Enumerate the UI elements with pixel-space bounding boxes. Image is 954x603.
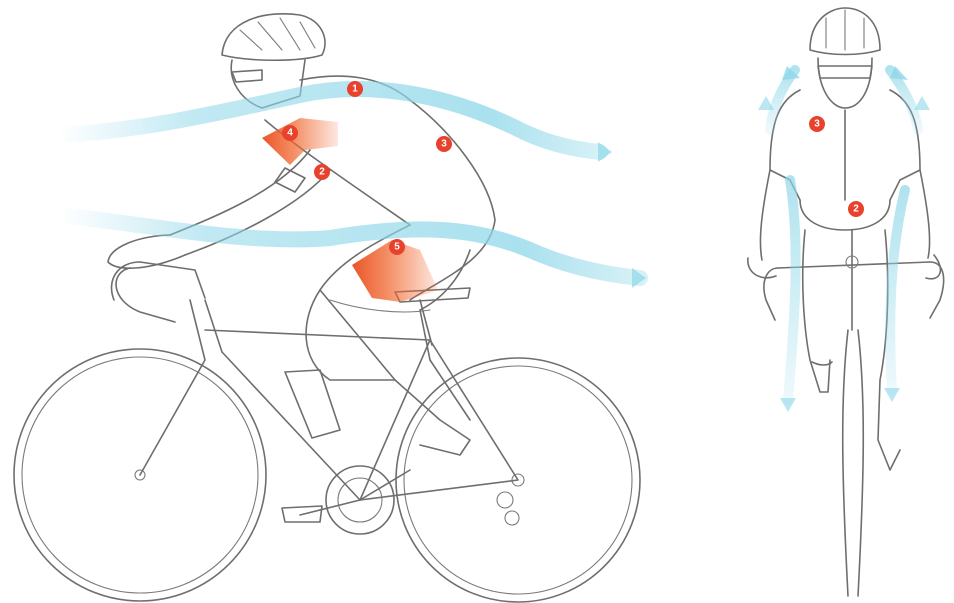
marker-label: 1	[352, 84, 358, 95]
marker-side-1: 1	[347, 81, 363, 97]
marker-front-2: 2	[848, 201, 864, 217]
heat-zones-side	[262, 118, 438, 302]
marker-label: 4	[287, 128, 293, 139]
airflow-streams-front	[758, 66, 930, 412]
side-view: 1 2 3 4 5	[14, 14, 646, 602]
front-view: 3 2	[748, 8, 944, 596]
marker-label: 3	[441, 139, 447, 150]
marker-label: 3	[814, 119, 820, 130]
airflow-arrow-icon	[780, 398, 796, 412]
marker-side-5: 5	[389, 239, 405, 255]
marker-side-2: 2	[314, 164, 330, 180]
rider-front	[748, 8, 941, 470]
marker-front-3: 3	[809, 116, 825, 132]
marker-label: 2	[319, 167, 325, 178]
airflow-arrow-icon	[598, 142, 612, 162]
bicycle-side	[14, 262, 640, 602]
marker-side-3: 3	[436, 136, 452, 152]
marker-label: 5	[394, 242, 400, 253]
heat-zone-chest	[262, 118, 338, 165]
marker-label: 2	[853, 204, 859, 215]
airflow-arrow-icon	[884, 388, 900, 402]
airflow-arrow-icon	[914, 96, 930, 110]
marker-side-4: 4	[282, 125, 298, 141]
